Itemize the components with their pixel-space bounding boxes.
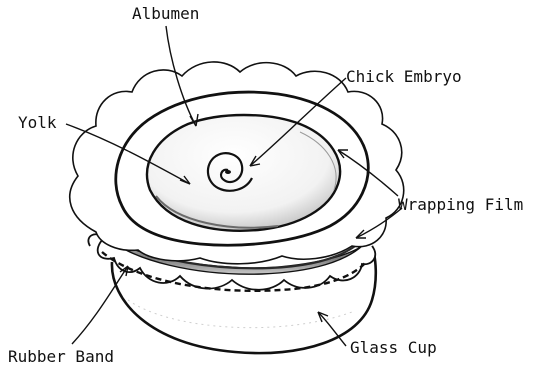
label-rubber-band: Rubber Band bbox=[8, 347, 114, 366]
label-wrapping-film: Wrapping Film bbox=[398, 195, 523, 214]
label-chick-embryo: Chick Embryo bbox=[346, 67, 462, 86]
label-glass-cup: Glass Cup bbox=[350, 338, 437, 357]
yolk bbox=[147, 115, 340, 231]
label-albumen: Albumen bbox=[132, 4, 199, 23]
label-yolk: Yolk bbox=[18, 113, 57, 132]
